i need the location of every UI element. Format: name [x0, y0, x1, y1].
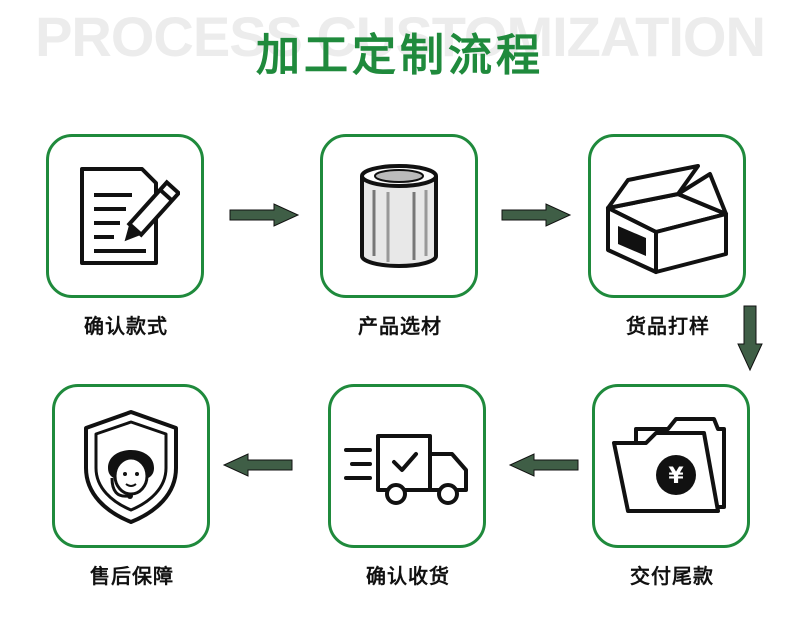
step-box: ¥: [592, 384, 750, 548]
step-confirm-receipt: 确认收货: [328, 384, 488, 588]
step-box: [328, 384, 486, 548]
payment-folder-icon: ¥: [606, 411, 736, 521]
step-box: [52, 384, 210, 548]
page-title: 加工定制流程: [256, 30, 544, 81]
watermark-text: PROCESS CUSTOMIZATION: [35, 5, 766, 68]
step-box: [46, 134, 204, 298]
step-label: 货品打样: [626, 314, 710, 338]
arrow-left-icon: [508, 452, 580, 478]
delivery-truck-icon: [342, 416, 472, 516]
step-label: 交付尾款: [630, 564, 714, 588]
arrow-down-icon: [736, 304, 764, 372]
step-box: [588, 134, 746, 298]
step-label: 产品选材: [358, 314, 442, 338]
step-final-payment: ¥ 交付尾款: [592, 384, 752, 588]
service-shield-icon: [76, 406, 186, 526]
step-label: 确认收货: [366, 564, 450, 588]
arrow-left-icon: [222, 452, 294, 478]
step-label: 售后保障: [90, 564, 174, 588]
step-sample: 货品打样: [588, 134, 748, 338]
step-confirm-style: 确认款式: [46, 134, 206, 338]
step-select-material: 产品选材: [320, 134, 480, 338]
step-label: 确认款式: [84, 314, 168, 338]
step-after-sales: 售后保障: [52, 384, 212, 588]
step-box: [320, 134, 478, 298]
open-box-icon: [602, 156, 732, 276]
arrow-right-icon: [500, 202, 572, 228]
arrow-right-icon: [228, 202, 300, 228]
document-edit-icon: [70, 161, 180, 271]
material-roll-icon: [344, 156, 454, 276]
svg-text:¥: ¥: [668, 464, 684, 489]
